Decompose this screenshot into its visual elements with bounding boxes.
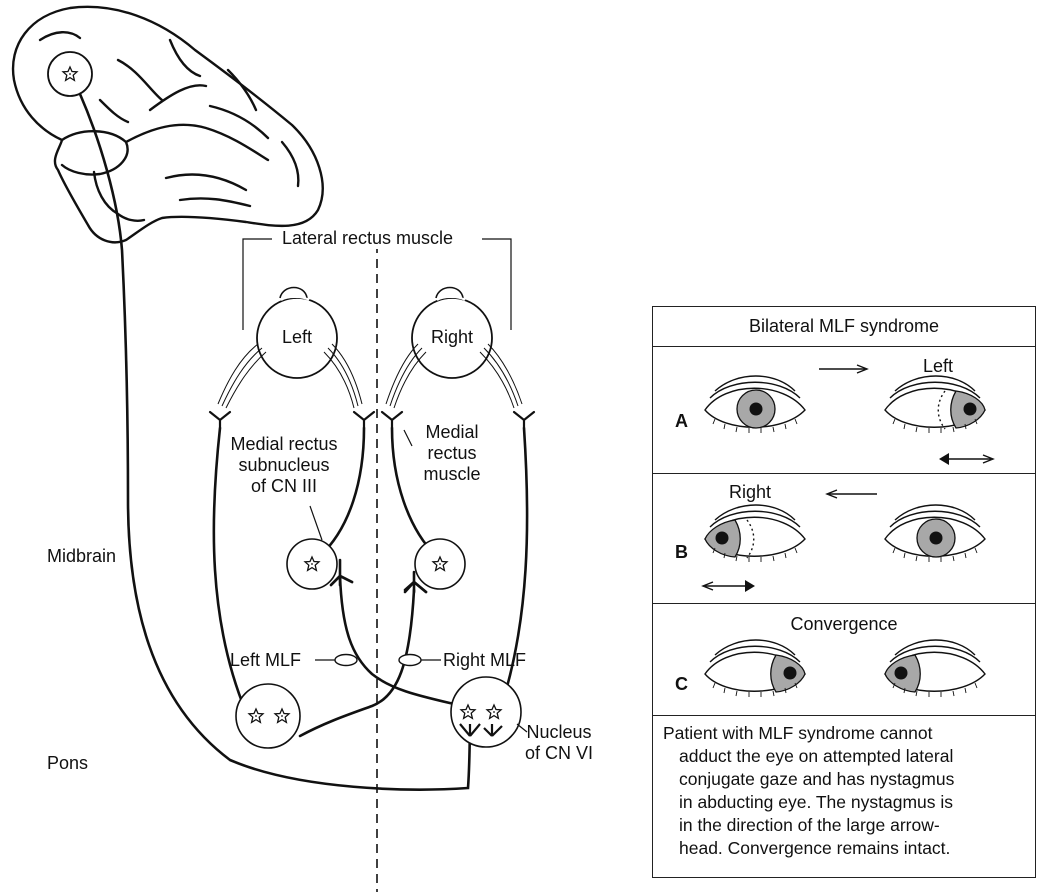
medial-rectus-subnucleus-label: Medial rectus subnucleus of CN III	[220, 434, 348, 497]
row-c-letter: C	[675, 674, 688, 695]
left-eye-label: Left	[273, 327, 321, 348]
row-c: Convergence C	[653, 604, 1035, 716]
medial-rectus-muscle-label: Medial rectus muscle	[412, 422, 492, 485]
row-b-gaze-label: Right	[729, 482, 771, 503]
panel-description: Patient with MLF syndrome cannot adduct …	[663, 722, 1033, 860]
row-b-graphic	[653, 474, 1037, 604]
row-c-gaze-label: Convergence	[653, 614, 1035, 635]
row-a: Left A	[653, 347, 1035, 474]
brain-drawing	[13, 7, 323, 242]
row-a-graphic	[653, 347, 1037, 474]
mlf-syndrome-panel: Bilateral MLF syndrome	[652, 306, 1036, 878]
mlf-ovals	[315, 655, 441, 666]
row-b: Right B	[653, 474, 1035, 604]
right-eye-label: Right	[424, 327, 480, 348]
row-a-gaze-label: Left	[923, 356, 953, 377]
pons-label: Pons	[47, 753, 88, 774]
midbrain-label: Midbrain	[47, 546, 116, 567]
panel-title-row: Bilateral MLF syndrome	[653, 307, 1035, 347]
lateral-rectus-label: Lateral rectus muscle	[279, 228, 456, 249]
cortical-neuron-icon	[48, 52, 92, 96]
left-cn3-subnucleus	[287, 539, 337, 589]
row-b-letter: B	[675, 542, 688, 563]
right-mlf-label: Right MLF	[443, 650, 526, 671]
nucleus-cn6-label: Nucleus of CN VI	[514, 722, 604, 764]
left-mlf-label: Left MLF	[230, 650, 301, 671]
panel-title: Bilateral MLF syndrome	[653, 316, 1035, 337]
row-a-letter: A	[675, 411, 688, 432]
right-cn3-subnucleus	[415, 539, 465, 589]
left-cn6-nucleus	[236, 684, 300, 748]
right-cn6-nucleus	[451, 677, 521, 747]
